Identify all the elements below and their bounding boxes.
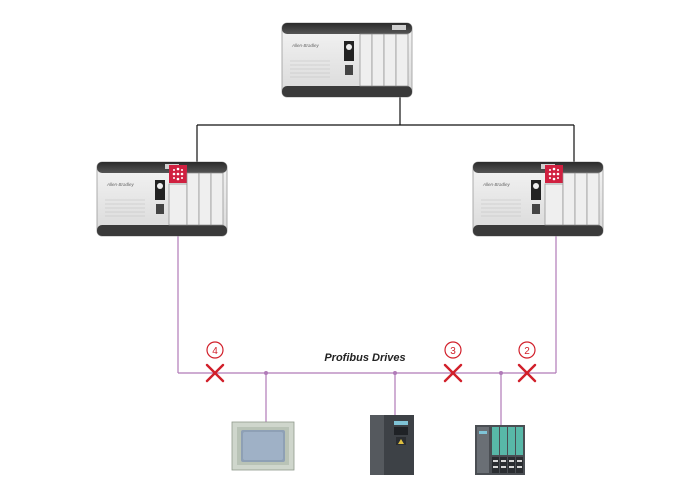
fault-cross-icon [443,363,463,383]
drive-icon [370,415,414,475]
profibus-links [177,236,557,425]
hmi-panel-icon [231,421,295,471]
left-plc-chassis: Allen-Bradley [96,161,228,237]
top-plc-chassis: Allen-Bradley [281,22,413,98]
fault-marker-4: 4 [205,341,225,383]
brand-label: Allen-Bradley [106,182,135,187]
module-slots [359,33,409,87]
fault-marker-3: 3 [443,341,463,383]
brand-label: Allen-Bradley [482,182,511,187]
right-plc-chassis: Allen-Bradley [472,161,604,237]
fault-number: 3 [450,346,456,357]
distributed-io-icon [475,425,525,475]
fault-number: 2 [524,346,530,357]
bus-node-drive [393,371,397,375]
fault-cross-icon [517,363,537,383]
module-slots [168,172,224,226]
fault-number: 4 [212,346,218,357]
key-switch-icon [531,180,541,214]
brand-label: Allen-Bradley [291,43,320,48]
module-slots [544,172,600,226]
bus-node-hmi [264,371,268,375]
key-switch-icon [344,41,354,75]
ethernet-links [196,97,575,165]
key-switch-icon [155,180,165,214]
fault-marker-2: 2 [517,341,537,383]
bus-node-io [499,371,503,375]
fault-cross-icon [205,363,225,383]
profibus-module-icon [545,165,563,183]
profibus-module-icon [169,165,187,183]
profibus-bus-label: Profibus Drives [324,352,405,364]
